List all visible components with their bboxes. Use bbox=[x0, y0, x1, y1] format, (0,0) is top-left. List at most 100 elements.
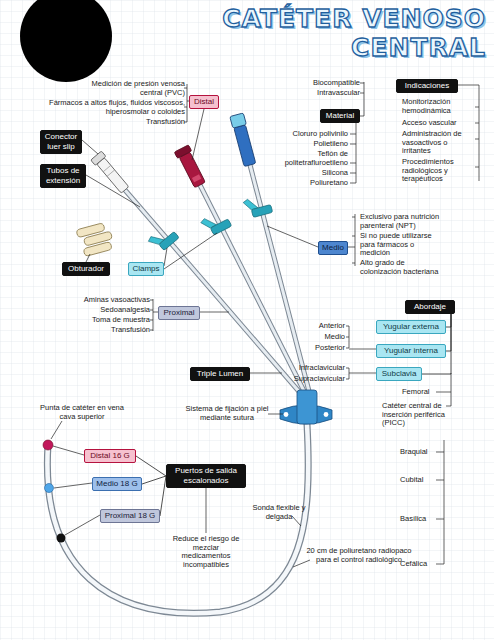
box-text: Puertos de salida escalonados bbox=[169, 466, 243, 486]
annotation-text: Polietileno bbox=[253, 140, 348, 149]
leader-line bbox=[436, 440, 444, 564]
box-text: Yugular interna bbox=[379, 346, 443, 356]
clamp-body bbox=[210, 219, 231, 235]
box-text: Distal bbox=[192, 97, 216, 107]
luer-connector-white bbox=[91, 151, 131, 194]
annotation-text: Procedimientos radiológicos y terapéutic… bbox=[402, 158, 476, 184]
box-text: Material bbox=[323, 111, 357, 121]
label-box: Tubos de extensión bbox=[40, 164, 86, 188]
annotation-text: Si no puede utilizarse para fármacos o m… bbox=[360, 232, 446, 258]
leader-line bbox=[292, 516, 301, 526]
tube-outline bbox=[125, 190, 302, 395]
leader-line bbox=[164, 233, 217, 269]
annotation-text: Infraclavicular bbox=[275, 364, 345, 373]
connector-cap bbox=[230, 113, 247, 128]
leader-line bbox=[346, 368, 376, 379]
leader-line bbox=[53, 446, 84, 455]
leader-line bbox=[51, 421, 62, 439]
connector-body bbox=[234, 125, 256, 167]
leader-line bbox=[348, 214, 355, 266]
box-text: Proximal 18 G bbox=[103, 511, 157, 521]
annotation-text: Sonda flexible y delgada bbox=[248, 504, 310, 521]
connector-line bbox=[446, 314, 451, 327]
box-text: Proximal bbox=[161, 308, 197, 318]
annotation-text: Acceso vascular bbox=[402, 119, 476, 128]
extension-tubes bbox=[125, 165, 310, 395]
label-box: Yugular externa bbox=[376, 320, 446, 334]
label-box: Medio 18 G bbox=[92, 477, 142, 491]
diagram-title: CATÉTER VENOSO CENTRAL bbox=[182, 4, 486, 62]
annotation-text: Medio bbox=[295, 333, 345, 342]
connector-ridge bbox=[103, 165, 115, 176]
annotation-text: Aminas vasoactivas bbox=[58, 296, 150, 305]
annotation-text: Monitorización hemodinámica bbox=[402, 98, 476, 115]
tube-outline bbox=[250, 165, 310, 395]
box-text: Indicaciones bbox=[399, 81, 455, 91]
box-text: Distal 16 G bbox=[87, 451, 133, 461]
leader-line bbox=[65, 515, 100, 535]
tube-body bbox=[200, 185, 306, 395]
connector-collar bbox=[192, 174, 201, 182]
annotation-text: 20 cm de poliuretano radiopaco para el c… bbox=[305, 547, 413, 564]
box-text: Triple Lumen bbox=[193, 369, 247, 379]
obturator bbox=[76, 221, 115, 257]
annotation-text: Toma de muestra bbox=[58, 316, 150, 325]
annotation-text: Basílica bbox=[400, 515, 436, 524]
label-box: Obturador bbox=[62, 262, 110, 276]
annotation-text: Transfusión bbox=[48, 118, 185, 127]
tube-body bbox=[125, 190, 302, 395]
box-text: Conector luer slip bbox=[43, 132, 79, 152]
suture-hole bbox=[284, 412, 289, 417]
label-box: Clamps bbox=[128, 262, 164, 276]
label-box: Triple Lumen bbox=[190, 367, 250, 381]
connector-cap bbox=[91, 151, 106, 165]
connector-line bbox=[136, 456, 166, 476]
leader-line bbox=[267, 226, 318, 247]
annotation-text: Cefálica bbox=[400, 560, 436, 569]
label-box: Distal 16 G bbox=[84, 449, 136, 463]
annotation-text: Medición de presión venosa central (PVC) bbox=[85, 80, 185, 97]
annotation-text: Administración de vasoactivos o irritant… bbox=[402, 130, 476, 156]
annotation-text: Braquial bbox=[400, 448, 436, 457]
label-box: Yugular interna bbox=[376, 344, 446, 358]
annotation-text: Sistema de fijación a piel mediante sutu… bbox=[183, 405, 271, 422]
box-text: Abordaje bbox=[408, 302, 452, 312]
box-text: Clamps bbox=[131, 264, 161, 274]
leader-line bbox=[200, 312, 229, 313]
label-box: Material bbox=[320, 109, 360, 123]
redaction-circle bbox=[20, 0, 112, 82]
box-text: Medio 18 G bbox=[95, 479, 139, 489]
annotation-text: Intravascular bbox=[290, 89, 360, 98]
leader-line bbox=[250, 373, 282, 374]
box-text: Tubos de extensión bbox=[43, 166, 83, 186]
leader-line bbox=[192, 109, 204, 160]
annotation-text: Supraclavicular bbox=[275, 375, 345, 384]
label-box: Abordaje bbox=[405, 300, 455, 314]
annotation-text: Punta de catéter en vena cava superior bbox=[36, 404, 128, 421]
leader-line bbox=[86, 254, 90, 262]
label-box: Proximal bbox=[158, 306, 200, 320]
annotation-text: Femoral bbox=[402, 388, 442, 397]
tube-body bbox=[250, 165, 310, 395]
leader-line bbox=[350, 123, 356, 183]
annotation-text: Alto grado de colonización bacteriana bbox=[360, 259, 446, 276]
annotation-text: Biocompatible bbox=[290, 79, 360, 88]
annotation-text: Sedoanalgesia bbox=[58, 306, 150, 315]
distal-hub-crimson bbox=[174, 145, 207, 189]
distal-port-dot bbox=[43, 440, 53, 450]
label-box: Medio bbox=[318, 241, 348, 255]
connector-line bbox=[142, 476, 166, 484]
clamp-body bbox=[251, 205, 272, 218]
connector-cap bbox=[174, 145, 191, 159]
tube-outline bbox=[200, 185, 306, 395]
suture-hole bbox=[324, 412, 329, 417]
leader-line bbox=[206, 488, 207, 533]
leader-line bbox=[86, 175, 140, 207]
annotation-text: Cloruro polivinilo bbox=[253, 130, 348, 139]
annotation-text: Anterior bbox=[295, 322, 345, 331]
label-box: Puertos de salida escalonados bbox=[166, 464, 246, 488]
leader-line bbox=[346, 326, 376, 349]
label-box: Proximal 18 G bbox=[100, 509, 160, 523]
annotation-text: Catéter central de inserción periférica … bbox=[382, 402, 446, 428]
